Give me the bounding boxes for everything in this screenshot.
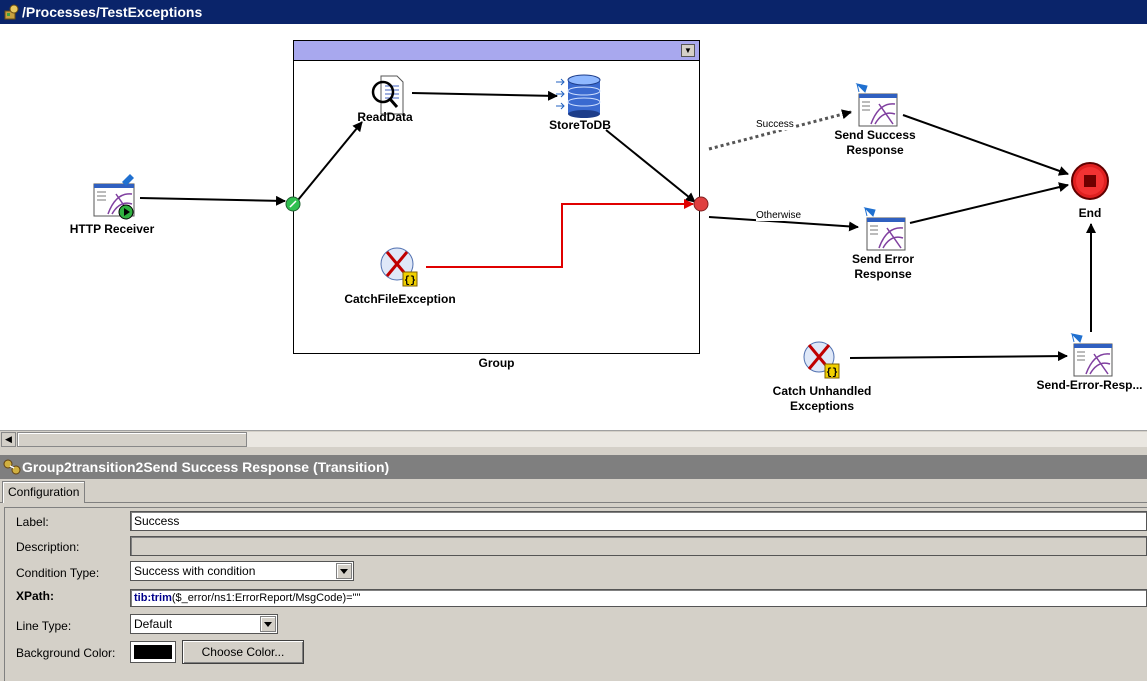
chevron-down-icon[interactable]: [260, 616, 276, 632]
xpath-label: XPath:: [16, 589, 55, 603]
scrollbar-track[interactable]: [247, 432, 1147, 447]
diagram-transitions: [139, 90, 1096, 362]
xpath-function: tib:trim: [134, 592, 172, 604]
node-send-success-response[interactable]: Send Success Response: [820, 82, 930, 158]
database-icon: [556, 74, 601, 118]
node-label: StoreToDB: [549, 118, 611, 132]
description-field-input[interactable]: [130, 536, 1147, 556]
group-label: Group: [478, 356, 515, 370]
node-label: CatchFileException: [344, 292, 456, 306]
xpath-expression: ($_error/ns1:ErrorReport/MsgCode)="": [171, 592, 361, 604]
window-titlebar: /Processes/TestExceptions: [0, 0, 1147, 24]
scrollbar-thumb[interactable]: [17, 432, 247, 447]
transition-http-to-group[interactable]: [139, 195, 286, 206]
node-http-receiver[interactable]: HTTP Receiver: [62, 174, 162, 237]
send-response-icon: [1069, 333, 1112, 377]
group-end-connector[interactable]: [693, 196, 709, 212]
transition-readdata-to-storetodb[interactable]: [411, 90, 558, 101]
transition-send-error-to-end[interactable]: [909, 182, 1069, 224]
group-start-arrow-icon: [289, 200, 297, 208]
condition-type-select[interactable]: Success with condition: [130, 561, 354, 581]
horizontal-scrollbar[interactable]: ◀: [0, 430, 1147, 448]
label-field-label: Label:: [16, 515, 49, 529]
node-label: Send Error Response: [851, 252, 914, 281]
color-swatch-fill: [134, 645, 172, 659]
line-type-value: Default: [134, 617, 173, 631]
node-readdata[interactable]: ReadData: [345, 74, 425, 125]
properties-title: Group2transition2Send Success Response (…: [22, 459, 390, 475]
node-label: Send Success Response: [834, 128, 916, 157]
svg-text:{}: {}: [404, 275, 416, 287]
send-response-icon: [863, 207, 906, 251]
transition-send-success-to-end[interactable]: [902, 114, 1069, 176]
node-catch-unhandled-exceptions[interactable]: {} Catch Unhandled Exceptions: [762, 340, 882, 414]
node-label: End: [1078, 206, 1102, 220]
condition-type-label: Condition Type:: [16, 566, 100, 580]
node-catchfileexception[interactable]: {} CatchFileException: [340, 246, 460, 307]
process-canvas[interactable]: ▼ Group: [0, 24, 1147, 430]
node-label: Catch Unhandled Exceptions: [772, 384, 872, 413]
transition-icon: [3, 459, 21, 475]
stop-icon: [1071, 162, 1109, 200]
group-collapse-button[interactable]: ▼: [681, 44, 695, 57]
label-field-input[interactable]: Success: [130, 511, 1147, 531]
send-response-icon: [855, 83, 898, 127]
background-color-label: Background Color:: [16, 646, 116, 660]
tab-configuration[interactable]: Configuration: [2, 481, 86, 503]
node-label: HTTP Receiver: [69, 222, 155, 236]
node-send-error-response[interactable]: Send Error Response: [828, 206, 938, 282]
line-type-select[interactable]: Default: [130, 614, 278, 634]
svg-text:{}: {}: [826, 367, 838, 379]
panel-divider[interactable]: [0, 448, 1147, 455]
description-field-label: Description:: [16, 540, 80, 554]
group-header: ▼: [294, 41, 699, 61]
transition-catch-to-end[interactable]: [426, 199, 694, 268]
edge-label-otherwise: Otherwise: [756, 210, 802, 221]
http-receiver-icon: [93, 174, 135, 220]
xpath-input[interactable]: tib:trim($_error/ns1:ErrorReport/MsgCode…: [130, 589, 1147, 607]
process-icon: [4, 4, 19, 20]
chevron-down-icon[interactable]: [336, 563, 352, 579]
edge-label-success: Success: [756, 119, 794, 130]
node-end[interactable]: End: [1058, 160, 1122, 221]
node-send-error-resp[interactable]: Send-Error-Resp...: [1032, 332, 1147, 393]
transition-storetodb-to-end[interactable]: [605, 129, 696, 203]
transition-group-to-send-error[interactable]: [708, 216, 859, 232]
read-file-icon: [371, 75, 404, 115]
choose-color-button[interactable]: Choose Color...: [182, 640, 304, 664]
configuration-form: Label: Success Description: Condition Ty…: [0, 503, 1147, 681]
transition-catch-unhandled-to-send-error-resp[interactable]: [849, 351, 1068, 362]
catch-exception-icon: {}: [803, 341, 840, 379]
properties-header: Group2transition2Send Success Response (…: [0, 455, 1147, 479]
node-label: Send-Error-Resp...: [1036, 378, 1143, 392]
form-panel: [4, 507, 1147, 681]
transition-group-to-send-success[interactable]: [708, 109, 852, 151]
window-title: /Processes/TestExceptions: [22, 4, 203, 20]
catch-exception-icon: {}: [380, 247, 418, 287]
condition-type-value: Success with condition: [134, 564, 256, 578]
transition-start-to-readdata[interactable]: [297, 121, 363, 201]
properties-tabbar: Configuration: [0, 479, 1147, 503]
scroll-left-arrow-icon[interactable]: ◀: [1, 432, 16, 447]
node-label: ReadData: [357, 110, 413, 124]
background-color-swatch[interactable]: [130, 641, 176, 663]
line-type-label: Line Type:: [16, 619, 72, 633]
node-storetodb[interactable]: StoreToDB: [540, 74, 620, 133]
